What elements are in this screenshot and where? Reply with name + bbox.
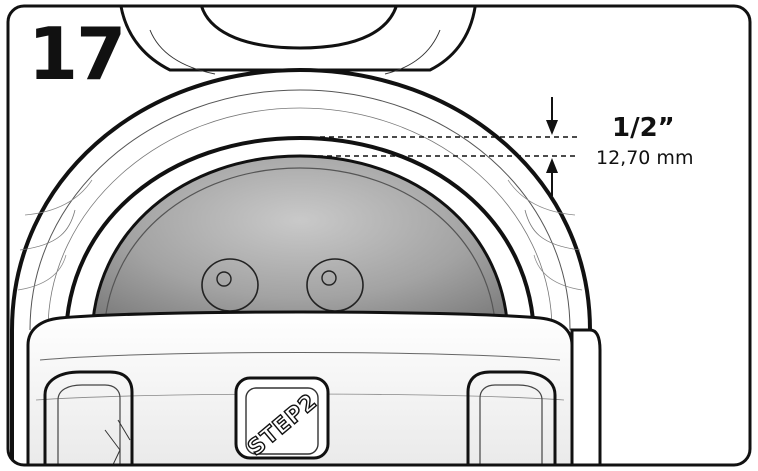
right-lug — [570, 328, 602, 465]
dimension-metric: 12,70 mm — [596, 147, 694, 169]
right-post — [466, 370, 557, 465]
step2-logo: STEP2 — [234, 376, 330, 462]
step-number: 17 — [28, 12, 126, 96]
left-post — [43, 370, 134, 465]
dimension-imperial: 1/2” — [612, 113, 675, 143]
panel-frame — [6, 4, 752, 467]
dimension-arrow-down — [546, 97, 558, 135]
hook-opening — [198, 6, 400, 50]
dimension-arrow-up — [546, 158, 558, 196]
